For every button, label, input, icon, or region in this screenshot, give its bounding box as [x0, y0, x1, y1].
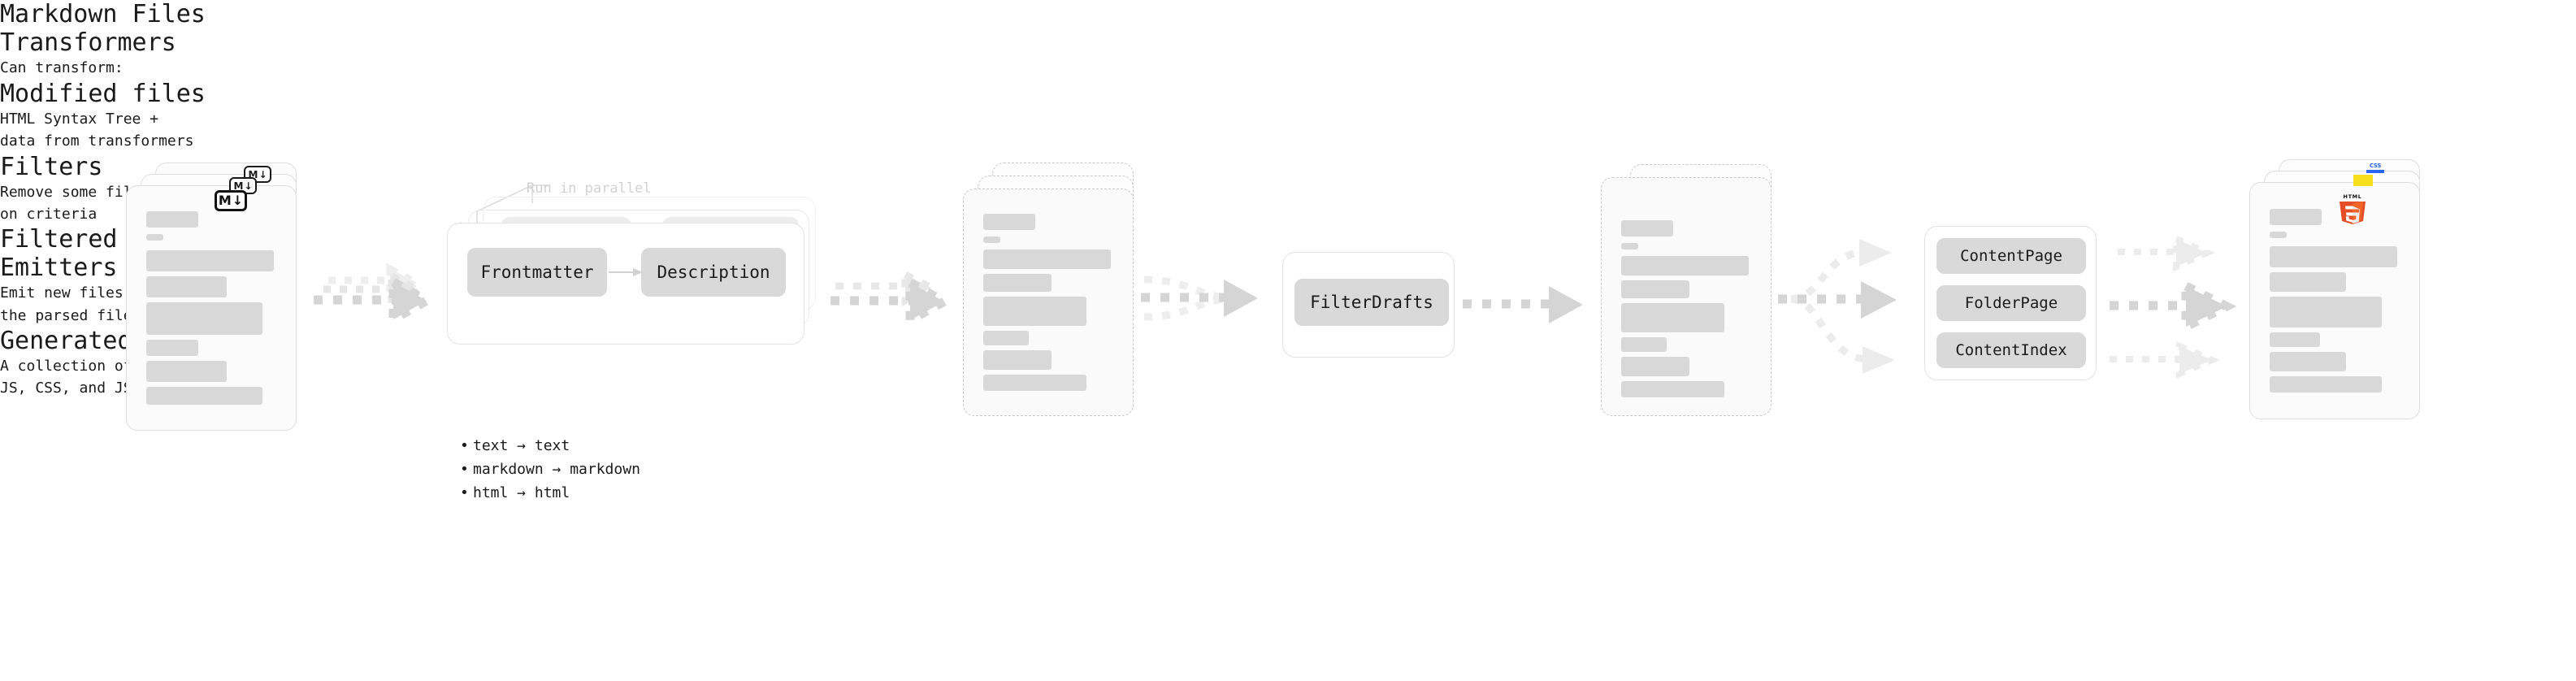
markdown-files-card-stack: M ↓ M ↓ M ↓	[126, 163, 313, 431]
modified-card-front	[963, 189, 1134, 416]
transformer-panel-front: Frontmatter Description	[447, 223, 804, 345]
emitter-pill-contentpage[interactable]: ContentPage	[1936, 238, 2086, 274]
arrow-emitters-to-site	[2110, 233, 2237, 380]
skeleton-line	[983, 214, 1035, 230]
skeleton-line	[1621, 220, 1673, 236]
skeleton-line	[1621, 303, 1724, 332]
skeleton-line	[2270, 209, 2322, 225]
filter-pill-filterdrafts[interactable]: FilterDrafts	[1295, 279, 1449, 326]
css-icon-bar	[2366, 170, 2384, 173]
modified-files-desc: HTML Syntax Tree + data from transformer…	[0, 110, 194, 150]
markdown-icon-arrow: ↓	[232, 193, 244, 208]
skeleton-line	[2270, 376, 2382, 393]
transformer-pill-frontmatter[interactable]: Frontmatter	[467, 248, 607, 297]
skeleton-line	[146, 340, 198, 356]
svg-text:HTML: HTML	[2344, 193, 2362, 200]
html5-icon: HTML	[2340, 193, 2366, 224]
skeleton-line	[146, 276, 227, 297]
skeleton-line	[2270, 297, 2382, 327]
skeleton-line	[1621, 280, 1689, 298]
transformer-pill-description[interactable]: Description	[641, 248, 786, 297]
skeleton-line	[983, 350, 1052, 370]
filters-desc: Remove some files based on criteria	[0, 183, 202, 223]
modified-files-card-stack	[963, 163, 1150, 431]
skeleton-line	[983, 236, 1000, 243]
skeleton-line	[983, 249, 1111, 269]
js-icon	[2353, 175, 2373, 186]
markdown-icon: M ↓	[215, 190, 247, 211]
skeleton-line	[146, 361, 227, 382]
skeleton-line	[2270, 232, 2287, 238]
skeleton-line	[983, 331, 1029, 345]
arrow-filtered-to-emitters	[1778, 239, 1897, 374]
skeleton-line	[2270, 352, 2346, 371]
skeleton-line	[1621, 243, 1638, 249]
generated-site-card-stack: CSS HTML	[2249, 159, 2444, 436]
filters-panel: FilterDrafts	[1282, 252, 1455, 358]
css-icon: CSS	[2366, 163, 2384, 174]
skeleton-line	[1621, 381, 1724, 397]
skeleton-line	[2270, 246, 2397, 267]
skeleton-line	[1621, 357, 1689, 376]
modified-files-title: Modified files	[0, 79, 206, 108]
skeleton-line	[1621, 337, 1667, 352]
transformer-inner-arrow	[609, 268, 643, 276]
markdown-icon-arrow: ↓	[244, 180, 253, 192]
transformers-bullet: html → html	[460, 481, 640, 505]
emitter-pill-folderpage[interactable]: FolderPage	[1936, 285, 2086, 321]
css-icon-label: CSS	[2369, 163, 2382, 169]
filtered-files-card-stack	[1601, 163, 1788, 431]
markdown-icon-arrow: ↓	[258, 168, 267, 180]
emitters-panel: ContentPage FolderPage ContentIndex	[1924, 226, 2097, 380]
emitters-title: Emitters	[0, 254, 118, 283]
skeleton-line	[2270, 332, 2320, 347]
transformers-desc-intro: Can transform:	[0, 59, 124, 76]
skeleton-line	[983, 274, 1052, 292]
emitter-pill-contentindex[interactable]: ContentIndex	[1936, 332, 2086, 368]
skeleton-line	[983, 375, 1086, 391]
filtered-card-front	[1601, 177, 1772, 416]
markdown-card-front	[126, 185, 297, 431]
transformers-bullet-list: text → text markdown → markdown html → h…	[460, 434, 640, 505]
skeleton-line	[1621, 256, 1749, 275]
filters-title: Filters	[0, 152, 103, 181]
markdown-icon-letter: M	[233, 180, 244, 192]
arrow-filters-to-filtered	[1463, 286, 1583, 323]
markdown-files-title: Markdown Files	[0, 0, 206, 28]
skeleton-line	[146, 250, 274, 271]
markdown-icon-letter: M	[218, 193, 232, 208]
transformers-title: Transformers	[0, 28, 176, 57]
arrow-modified-to-filters	[1141, 275, 1258, 321]
skeleton-line	[146, 211, 198, 228]
skeleton-line	[146, 234, 163, 241]
transformers-bullet: text → text	[460, 434, 640, 458]
markdown-icon-letter: M	[248, 168, 258, 180]
transformers-group: x x x x Frontmatter Description	[447, 184, 829, 349]
run-in-parallel-note: Run in parallel	[527, 180, 652, 197]
skeleton-line	[146, 387, 262, 405]
site-card-front	[2249, 182, 2420, 419]
skeleton-line	[146, 302, 262, 335]
arrow-markdown-to-transformers	[314, 262, 436, 327]
arrow-transformers-to-modified	[830, 268, 954, 328]
skeleton-line	[2270, 272, 2346, 292]
skeleton-line	[983, 297, 1086, 326]
transformers-bullet: markdown → markdown	[460, 458, 640, 481]
